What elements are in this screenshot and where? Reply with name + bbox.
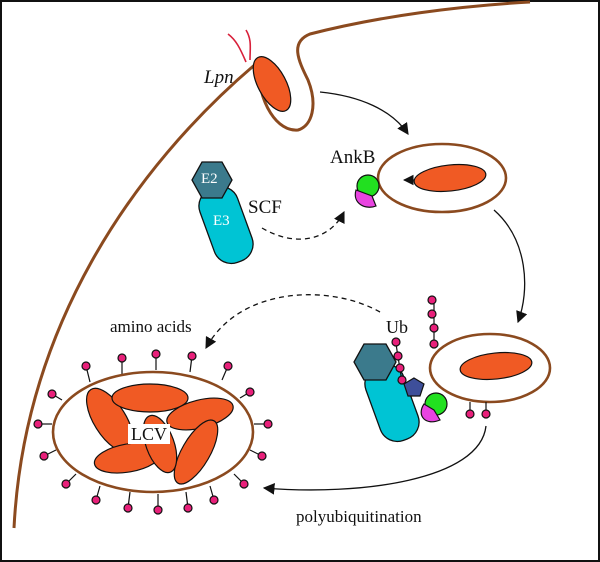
ankb-magenta-domain — [354, 189, 377, 208]
e2-hexagon — [353, 343, 397, 381]
host-cell-membrane — [12, 0, 531, 529]
ankb-label: AnkB — [330, 147, 376, 168]
polyubiquitination-arrow — [262, 425, 487, 495]
e3-label: E3 — [213, 213, 230, 229]
ubiquitin-chain — [391, 337, 407, 385]
scf-label: SCF — [248, 197, 282, 218]
degradation-arrow — [205, 294, 381, 350]
lcv-ubiquitin-decoration — [33, 349, 273, 515]
bacterium-in-vacuole — [413, 163, 487, 193]
e2-hexagon — [191, 161, 233, 199]
progression-arrow — [493, 209, 528, 324]
ankb-magenta-domain — [420, 403, 441, 423]
polyubiquitination-label: polyubiquitination — [296, 507, 422, 526]
ubiquitin-chain — [427, 295, 491, 419]
lpn-bacterium — [252, 56, 292, 112]
amino-acids-label: amino acids — [110, 317, 192, 336]
bacterium-in-vacuole — [459, 351, 533, 381]
lcv-label: LCV — [128, 424, 170, 444]
recruitment-arrow — [261, 210, 345, 240]
adaptor-pentagon — [403, 377, 425, 397]
flagellum — [245, 29, 252, 61]
lpn-label: Lpn — [204, 67, 234, 88]
ub-label: Ub — [386, 317, 408, 337]
flagellum — [227, 33, 247, 63]
e2-label: E2 — [201, 171, 218, 187]
entry-arrow — [319, 91, 409, 135]
